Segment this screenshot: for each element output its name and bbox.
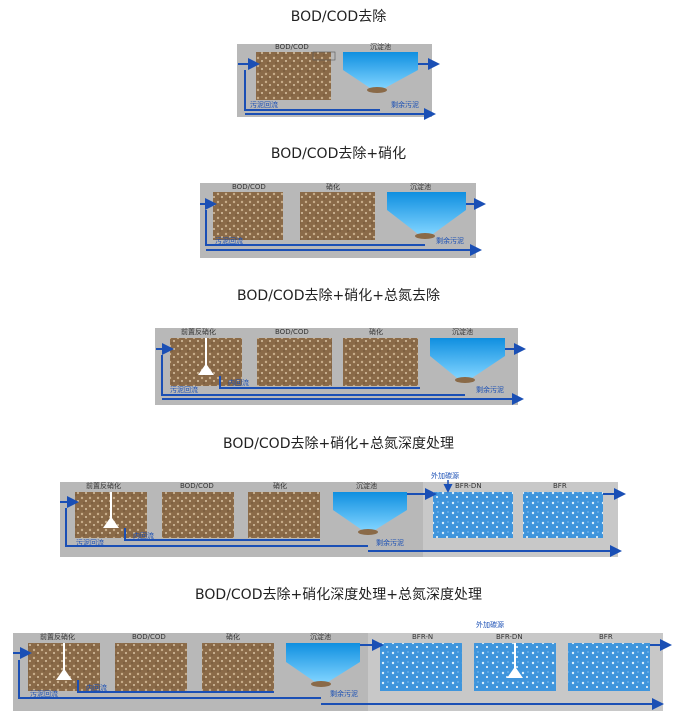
- return-sludge-label: 污泥回流: [76, 538, 104, 547]
- excess-sludge-label: 剩余污泥: [330, 689, 358, 698]
- clarifier-label: 沉淀池: [356, 481, 377, 490]
- bod-tank: [257, 338, 332, 386]
- nitrification-tank: [300, 192, 375, 240]
- clarifier: [430, 338, 505, 378]
- excess-sludge-label: 剩余污泥: [436, 236, 464, 245]
- bfr-n-label: BFR-N: [412, 633, 433, 641]
- tank-2-label: 硝化: [226, 632, 240, 641]
- bfr-label: BFR: [553, 482, 567, 490]
- mixer: [507, 643, 523, 678]
- tank-0-label: 前置反硝化: [40, 632, 75, 641]
- inner-recycle-label: 内回流: [133, 531, 154, 540]
- bod-tank: [115, 643, 187, 691]
- bfr-dn-tank: [433, 492, 513, 538]
- tank-1-label: BOD/COD: [180, 482, 214, 490]
- return-sludge-label: 污泥回流: [215, 236, 243, 245]
- diagram-4: 前置反硝化 BOD/COD 硝化 沉淀池 外加碳源 BFR-DN BFR 内回流…: [60, 471, 626, 557]
- tank-1-label: BOD/COD: [275, 328, 309, 336]
- excess-sludge-label: 剩余污泥: [476, 385, 504, 394]
- return-sludge-label: 污泥回流: [30, 689, 58, 698]
- carbon-source-label: 外加碳源: [431, 471, 459, 480]
- clarifier: [343, 52, 418, 88]
- aeration-tank: [256, 52, 331, 100]
- mixer: [103, 492, 119, 528]
- inner-recycle-label: 内回流: [228, 378, 249, 387]
- diagram-1-title: BOD/COD去除: [290, 9, 387, 25]
- tank-2-label: 硝化: [326, 182, 340, 191]
- clarifier-label: 沉淀池: [370, 42, 391, 51]
- tank-1-label: BOD/COD: [232, 183, 266, 191]
- tank-0-label: 前置反硝化: [181, 327, 216, 336]
- bod-tank: [162, 492, 234, 538]
- tank-label: BOD/COD: [275, 43, 309, 51]
- mixer: [56, 643, 72, 680]
- nitrification-tank: [202, 643, 274, 691]
- diagram-5-title: BOD/COD去除+硝化深度处理+总氮深度处理: [195, 587, 482, 603]
- tank-2-label: 硝化: [369, 327, 383, 336]
- weir-grille: [312, 51, 336, 61]
- mixer: [198, 338, 214, 375]
- diagram-1: BOD/COD 沉淀池 污泥回流 剩余污泥: [237, 42, 440, 120]
- clarifier: [387, 192, 466, 234]
- tank-0-label: 前置反硝化: [86, 481, 121, 490]
- bfr-tank: [568, 643, 650, 691]
- bfr-label: BFR: [599, 633, 613, 641]
- diagram-2-title: BOD/COD去除+硝化: [270, 146, 407, 162]
- bfr-tank: [523, 492, 603, 538]
- nitrification-tank: [248, 492, 320, 538]
- diagram-2: BOD/COD 硝化 沉淀池 污泥回流 剩余污泥: [200, 182, 486, 258]
- aeration-tank-1: [213, 192, 283, 240]
- diagram-4-title: BOD/COD去除+硝化+总氮深度处理: [223, 436, 454, 452]
- clarifier-label: 沉淀池: [410, 182, 431, 191]
- diagram-5: 前置反硝化 BOD/COD 硝化 沉淀池 BFR-N 外加碳源 BFR-DN B…: [13, 620, 672, 711]
- nitrification-tank: [343, 338, 418, 386]
- bfr-dn-label: BFR-DN: [455, 482, 482, 490]
- diagram-3: 前置反硝化 BOD/COD 硝化 沉淀池 内回流 污泥回流 剩余污泥: [155, 327, 526, 405]
- tank-2-label: 硝化: [273, 481, 287, 490]
- bfr-dn-label: BFR-DN: [496, 633, 523, 641]
- bfr-n-tank: [380, 643, 462, 691]
- inner-recycle-label: 内回流: [86, 683, 107, 692]
- carbon-source-label: 外加碳源: [476, 620, 504, 629]
- diagram-3-title: BOD/COD去除+硝化+总氮去除: [237, 288, 440, 304]
- excess-sludge-label: 剩余污泥: [391, 100, 419, 109]
- return-sludge-label: 污泥回流: [250, 100, 278, 109]
- clarifier: [286, 643, 360, 682]
- return-sludge-label: 污泥回流: [170, 385, 198, 394]
- clarifier: [333, 492, 407, 530]
- tank-1-label: BOD/COD: [132, 633, 166, 641]
- clarifier-label: 沉淀池: [310, 632, 331, 641]
- clarifier-label: 沉淀池: [452, 327, 473, 336]
- excess-sludge-label: 剩余污泥: [376, 538, 404, 547]
